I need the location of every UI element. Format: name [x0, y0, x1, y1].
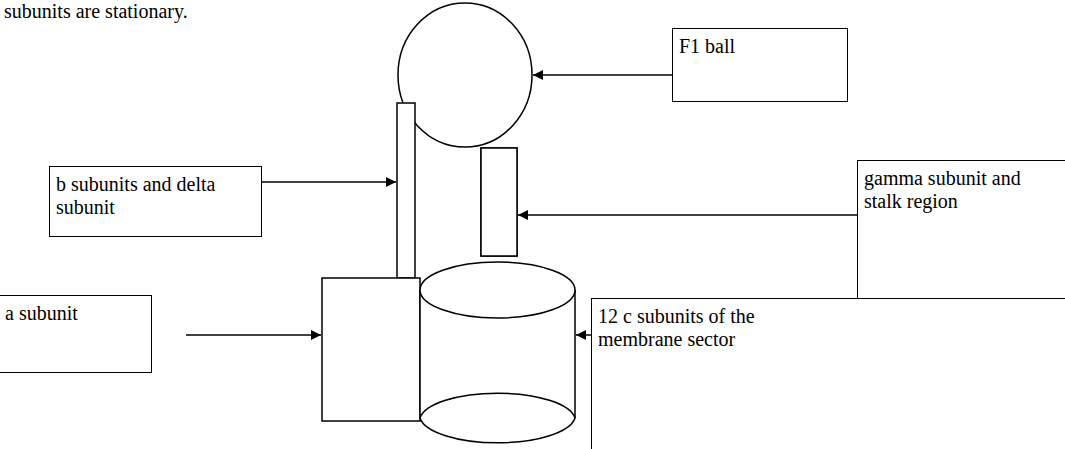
gamma-stalk	[481, 148, 517, 256]
label-text: gamma subunit and stalk region	[864, 167, 1039, 213]
label-box: b subunits and delta subunit	[49, 166, 262, 237]
a-subunit-block	[322, 278, 420, 421]
label-text: b subunits and delta subunit	[56, 173, 255, 219]
label-text: F1 ball	[679, 35, 841, 58]
c-ring-cylinder	[420, 262, 575, 443]
label-text: a subunit	[5, 302, 145, 325]
leader-arrow	[576, 334, 591, 336]
note-text: subunits are stationary.	[4, 0, 188, 23]
gamma-stalk	[481, 148, 517, 256]
leader-arrows	[186, 75, 857, 335]
label-text: 12 c subunits of the membrane sector	[598, 305, 758, 351]
label-box: 12 c subunits of the membrane sector	[591, 298, 1065, 449]
b-subunit-stalk	[397, 103, 415, 278]
leader-arrow	[262, 181, 396, 183]
leader-arrow	[518, 214, 857, 216]
label-box: gamma subunit and stalk region	[857, 160, 1065, 299]
leader-arrow	[186, 334, 321, 336]
label-box: a subunit	[0, 295, 152, 373]
f1-ball	[398, 3, 532, 147]
label-box: F1 ball	[672, 28, 848, 102]
leader-arrow	[533, 74, 672, 76]
